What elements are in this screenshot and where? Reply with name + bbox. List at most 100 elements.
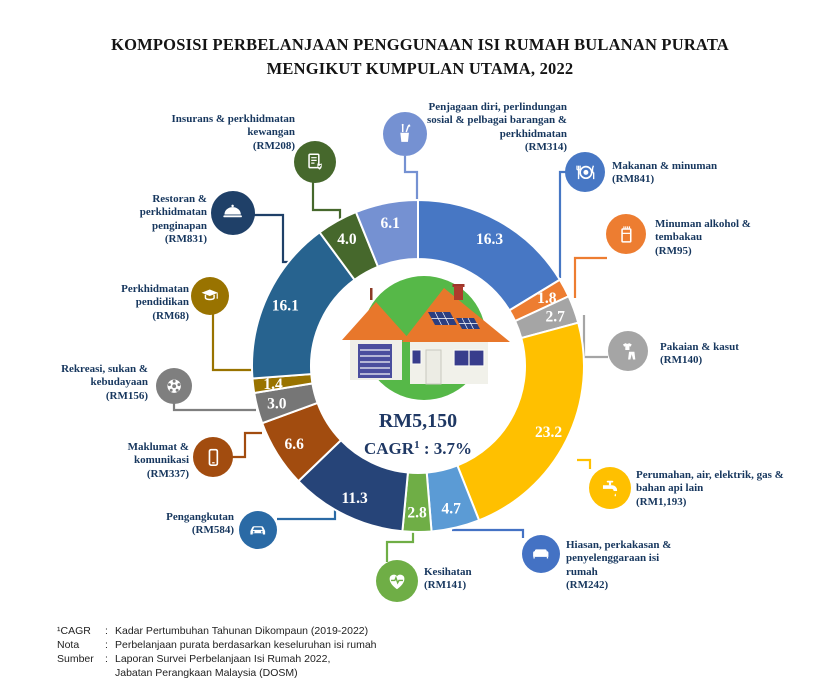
center-cagr: CAGR1 : 3.7% <box>298 439 538 459</box>
callout-rekreasi: Rekreasi, sukan & kebudayaan (RM156) <box>48 363 148 403</box>
category-amount: (RM95) <box>655 244 692 257</box>
footnote-colon: : <box>105 653 108 666</box>
footnote-term: Nota <box>57 639 80 652</box>
footnote-text: Laporan Survei Perbelanjaan Isi Rumah 20… <box>115 653 331 666</box>
insurance-document-icon <box>294 141 336 183</box>
soccer-ball-icon <box>156 368 192 404</box>
category-amount: (RM584) <box>191 524 234 537</box>
clothes-icon <box>608 331 648 371</box>
category-label: Pakaian & kasut <box>660 341 739 353</box>
category-amount: (RM337) <box>146 467 189 480</box>
callout-line <box>577 458 592 469</box>
cagr-superscript: 1 <box>414 439 420 451</box>
donut-value-labels: 16.31.82.723.24.72.811.36.63.01.416.14.0… <box>263 215 565 521</box>
callout-hiasan: Hiasan, perkakasan & penyelenggaraan isi… <box>566 539 688 593</box>
category-amount: (RM68) <box>152 309 189 322</box>
category-label: Penjagaan diri, perlindungan sosial & pe… <box>427 101 567 140</box>
callout-pakaian: Pakaian & kasut (RM140) <box>660 341 790 368</box>
callout-pengangkutan: Pengangkutan (RM584) <box>130 511 234 538</box>
category-label: Hiasan, perkakasan & penyelenggaraan isi… <box>566 539 672 578</box>
segment-percent-label: 16.3 <box>476 231 503 248</box>
category-label: Pengangkutan <box>166 511 234 523</box>
callout-line <box>573 256 607 298</box>
category-label: Maklumat & komunikasi <box>127 441 189 467</box>
center-total: RM5,150 <box>378 410 458 432</box>
callout-perumahan: Perumahan, air, elektrik, gas & bahan ap… <box>636 469 801 509</box>
footnote-row: ¹CAGR : Kadar Pertumbuhan Tahunan Dikomp… <box>57 624 377 638</box>
graduation-cap-icon <box>191 277 229 315</box>
segment-percent-label: 1.4 <box>263 376 283 393</box>
segment-percent-label: 16.1 <box>272 298 299 315</box>
category-label: Insurans & perkhidmatan kewangan <box>171 113 295 139</box>
callout-makanan: Makanan & minuman (RM841) <box>612 160 762 187</box>
category-label: Minuman alkohol & tembakau <box>655 218 751 244</box>
category-label: Perumahan, air, elektrik, gas & bahan ap… <box>636 469 784 495</box>
footnote-colon: : <box>105 625 108 637</box>
callout-line <box>558 170 566 278</box>
footnote-row: Nota : Perbelanjaan purata berdasarkan k… <box>57 638 377 652</box>
category-amount: (RM1,193) <box>636 495 687 508</box>
heart-pulse-icon <box>376 560 418 602</box>
segment-percent-label: 6.1 <box>381 215 400 232</box>
footnote-row: Sumber : Laporan Survei Perbelanjaan Isi… <box>57 652 377 666</box>
cigarette-pack-icon <box>606 214 646 254</box>
footnote-row: Jabatan Perangkaan Malaysia (DOSM) <box>57 666 377 680</box>
category-label: Kesihatan <box>424 566 472 578</box>
title-line-1: KOMPOSISI PERBELANJAAN PENGGUNAAN ISI RU… <box>111 35 729 54</box>
footnote-text: Jabatan Perangkaan Malaysia (DOSM) <box>115 667 298 680</box>
title-line-2: MENGIKUT KUMPULAN UTAMA, 2022 <box>266 58 574 78</box>
category-amount: (RM242) <box>566 579 609 592</box>
callout-line <box>385 525 415 562</box>
callout-maklumat: Maklumat & komunikasi (RM337) <box>105 441 189 481</box>
category-label: Perkhidmatan pendidikan <box>121 283 189 309</box>
footnote-term <box>57 666 105 680</box>
donut-segment <box>354 198 419 269</box>
category-label: Rekreasi, sukan & kebudayaan <box>61 363 148 389</box>
callout-line <box>211 313 253 372</box>
segment-percent-label: 1.8 <box>537 290 557 307</box>
segment-percent-label: 2.7 <box>546 309 566 326</box>
footnotes: ¹CAGR : Kadar Pertumbuhan Tahunan Dikomp… <box>57 624 377 680</box>
category-amount: (RM156) <box>105 389 148 402</box>
segment-percent-label: 2.8 <box>407 505 427 522</box>
smartphone-icon <box>193 437 233 477</box>
footnote-text: Perbelanjaan purata berdasarkan keseluru… <box>115 639 377 652</box>
callout-line <box>232 431 262 459</box>
category-amount: (RM141) <box>424 579 467 592</box>
segment-percent-label: 4.7 <box>442 501 462 518</box>
segment-percent-label: 4.0 <box>337 231 357 248</box>
house-illustration <box>342 276 510 400</box>
callout-line <box>452 528 525 538</box>
footnote-term: ¹CAGR <box>57 625 91 637</box>
footnote-term: Sumber <box>57 653 94 666</box>
personal-care-icon <box>383 112 427 156</box>
cloche-icon <box>211 191 255 235</box>
callout-line <box>403 156 419 199</box>
water-tap-icon <box>589 467 631 509</box>
category-label: Makanan & minuman <box>612 160 718 172</box>
cagr-label: CAGR <box>364 439 415 458</box>
callout-line <box>582 315 608 359</box>
segment-percent-label: 3.0 <box>267 396 287 413</box>
callout-line <box>311 181 342 222</box>
callout-kesihatan: Kesihatan (RM141) <box>424 566 524 593</box>
footnote-text: Kadar Pertumbuhan Tahunan Dikompaun (201… <box>115 625 369 637</box>
callout-pendidikan: Perkhidmatan pendidikan (RM68) <box>97 283 189 323</box>
food-plate-icon <box>565 152 605 192</box>
category-amount: (RM841) <box>612 173 655 186</box>
category-amount: (RM208) <box>252 139 295 152</box>
page-title: KOMPOSISI PERBELANJAAN PENGGUNAAN ISI RU… <box>0 33 840 81</box>
segment-percent-label: 23.2 <box>535 424 562 441</box>
callout-lines <box>172 156 608 562</box>
footnote-colon <box>105 666 115 680</box>
callout-line <box>172 402 256 412</box>
car-icon <box>239 511 277 549</box>
category-amount: (RM140) <box>660 354 703 367</box>
callout-minuman: Minuman alkohol & tembakau (RM95) <box>655 218 775 258</box>
category-amount: (RM831) <box>164 233 207 246</box>
category-amount: (RM314) <box>524 141 567 154</box>
donut-ring <box>251 198 585 533</box>
cagr-value: : 3.7% <box>419 439 472 458</box>
